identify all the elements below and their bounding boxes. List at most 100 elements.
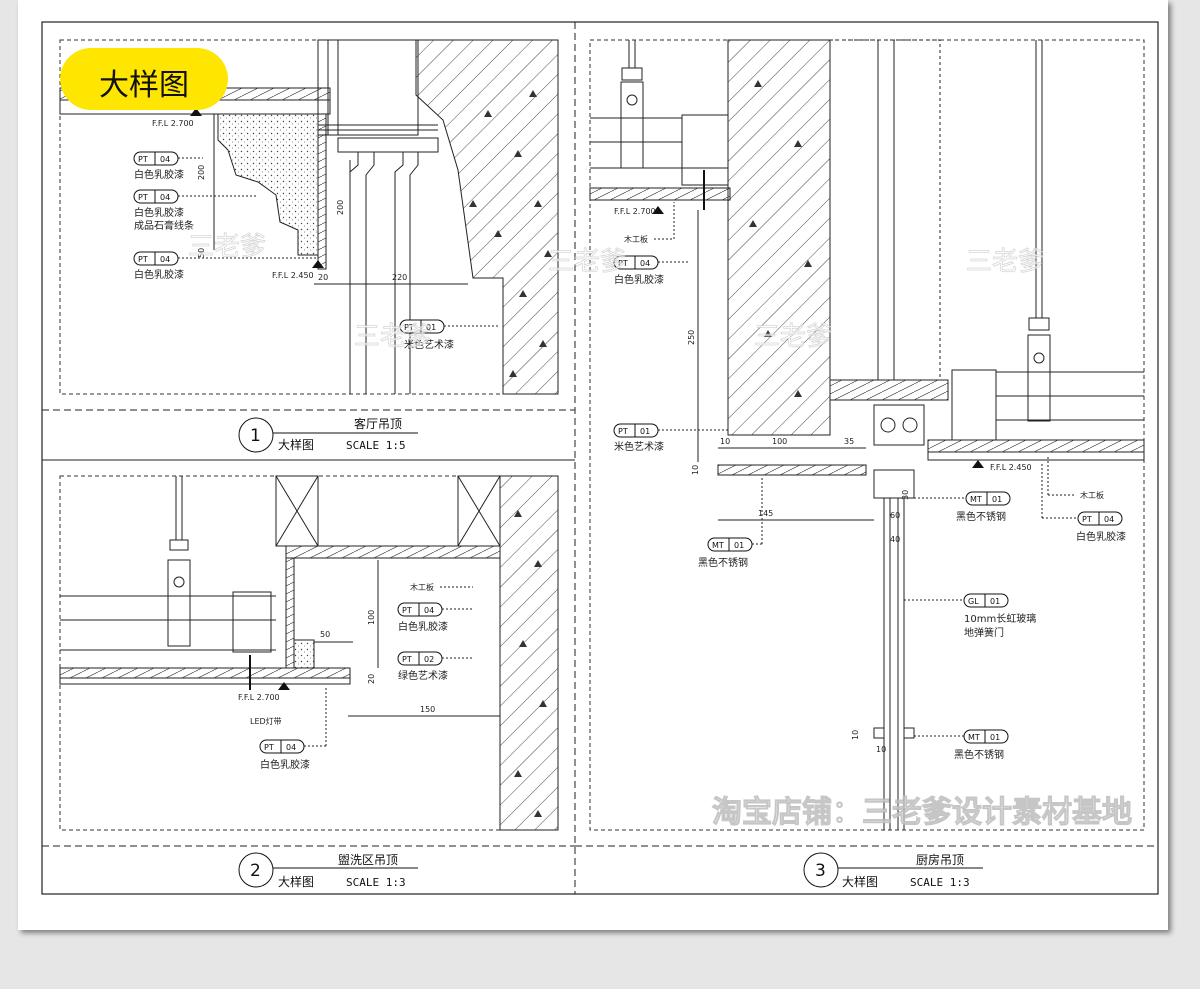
dimension-label: 145 — [758, 509, 773, 518]
dimension-label: 250 — [687, 330, 696, 345]
shop-watermark: 淘宝店铺：三老爹设计素材基地 — [712, 795, 1132, 830]
svg-text:白色乳胶漆: 白色乳胶漆 — [614, 273, 664, 286]
tag-gl01: GL 01 10mm长虹玻璃 地弹簧门 — [904, 593, 1036, 639]
svg-text:04: 04 — [424, 606, 434, 615]
drawing-sheet: F.F.L 2.700 F.F.L 2.450 200 50 200 20 22… — [18, 0, 1168, 930]
svg-text:PT: PT — [402, 606, 412, 615]
dimension-label: 10 — [876, 745, 886, 754]
svg-text:PT: PT — [138, 255, 148, 264]
svg-text:01: 01 — [990, 733, 1000, 742]
dimension-label: 50 — [197, 248, 206, 258]
svg-text:白色乳胶漆: 白色乳胶漆 — [134, 268, 184, 281]
svg-text:01: 01 — [990, 597, 1000, 606]
svg-text:成品石膏线条: 成品石膏线条 — [134, 219, 194, 232]
svg-text:白色乳胶漆: 白色乳胶漆 — [134, 168, 184, 181]
curtain-track — [337, 137, 439, 153]
detail-number: 3 — [815, 861, 826, 881]
detail-number: 1 — [250, 426, 261, 446]
svg-text:01: 01 — [734, 541, 744, 550]
detail-title: 客厅吊顶 — [354, 416, 402, 431]
detail-3-frame — [589, 39, 1145, 831]
detail-scale: SCALE 1:3 — [910, 876, 970, 889]
svg-text:PT: PT — [264, 743, 274, 752]
material-label: 木工板 — [410, 582, 434, 592]
detail-1: F.F.L 2.700 F.F.L 2.450 200 50 200 20 22… — [42, 39, 575, 461]
detail-type: 大样图 — [278, 874, 314, 889]
detail-3: F.F.L 2.700 木工板 F.F.L 2.450 250 10 100 3… — [575, 39, 1158, 889]
dimension-label: 20 — [367, 674, 376, 684]
dimension-label: 200 — [197, 165, 206, 180]
svg-text:PT: PT — [1082, 515, 1092, 524]
svg-text:黑色不锈钢: 黑色不锈钢 — [956, 510, 1006, 523]
cad-drawing: F.F.L 2.700 F.F.L 2.450 200 50 200 20 22… — [41, 21, 1159, 895]
svg-text:米色艺术漆: 米色艺术漆 — [404, 338, 454, 351]
svg-text:绿色艺术漆: 绿色艺术漆 — [398, 669, 448, 682]
svg-text:MT: MT — [970, 495, 982, 504]
detail-type: 大样图 — [278, 437, 314, 452]
dimension-label: 150 — [420, 705, 435, 714]
svg-text:10mm长虹玻璃: 10mm长虹玻璃 — [964, 612, 1036, 625]
svg-text:MT: MT — [712, 541, 724, 550]
material-label: 木工板 — [624, 234, 648, 244]
svg-text:04: 04 — [286, 743, 296, 752]
dimension-label: 60 — [890, 511, 900, 520]
svg-text:黑色不锈钢: 黑色不锈钢 — [954, 748, 1004, 761]
svg-text:米色艺术漆: 米色艺术漆 — [614, 440, 664, 453]
dimension-label: 220 — [392, 273, 407, 282]
svg-text:01: 01 — [426, 323, 436, 332]
svg-text:04: 04 — [640, 259, 650, 268]
dimension-label: 30 — [901, 490, 910, 500]
title-badge-label: 大样图 — [99, 68, 189, 103]
tag-mt01-a: MT 01 黑色不锈钢 — [914, 491, 1011, 523]
dimension-label: 100 — [367, 610, 376, 625]
dimension-label: 10 — [720, 437, 730, 446]
detail-type: 大样图 — [842, 874, 878, 889]
svg-text:PT: PT — [138, 193, 148, 202]
detail-title: 盥洗区吊顶 — [338, 853, 398, 867]
dimension-label: 200 — [336, 200, 345, 215]
detail-number: 2 — [250, 861, 261, 881]
dimension-label: 100 — [772, 437, 787, 446]
dimension-label: 20 — [318, 273, 328, 282]
elevation-label: F.F.L 2.450 — [990, 463, 1032, 472]
tag-pt01: PT 01 米色艺术漆 — [399, 319, 500, 351]
sheet-border — [41, 21, 1159, 895]
concrete-wall — [415, 39, 559, 395]
watermark: 三老爹 — [966, 247, 1044, 277]
svg-text:地弹簧门: 地弹簧门 — [964, 626, 1004, 639]
elevation-label: F.F.L 2.700 — [238, 693, 280, 702]
detail-scale: SCALE 1:3 — [346, 876, 406, 889]
svg-text:PT: PT — [618, 259, 628, 268]
svg-text:白色乳胶漆: 白色乳胶漆 — [1076, 530, 1126, 543]
detail-title: 厨房吊顶 — [916, 852, 964, 867]
svg-text:04: 04 — [160, 255, 170, 264]
dimension-label: 50 — [320, 630, 330, 639]
tag-pt04-c: PT 04 白色乳胶漆 — [133, 251, 318, 281]
svg-text:04: 04 — [1104, 515, 1114, 524]
watermark: 三老爹 — [354, 322, 432, 352]
aggregate-marks — [469, 90, 552, 377]
svg-text:PT: PT — [618, 427, 628, 436]
elevation-label: F.F.L 2.700 — [614, 207, 656, 216]
svg-text:白色乳胶漆: 白色乳胶漆 — [398, 620, 448, 633]
detail-2: F.F.L 2.700 50 100 20 150 木工板 PT 04 白色乳胶漆… — [42, 475, 575, 889]
dimension-label: 10 — [851, 730, 860, 740]
svg-text:GL: GL — [968, 597, 979, 606]
svg-text:白色乳胶漆: 白色乳胶漆 — [134, 206, 184, 219]
svg-text:PT: PT — [404, 323, 414, 332]
title-badge: 大样图 — [60, 48, 228, 110]
material-label: LED灯带 — [250, 716, 282, 726]
material-label: 木工板 — [1080, 490, 1104, 500]
watermark: 三老爹 — [548, 247, 626, 277]
dimension-label: 10 — [691, 465, 700, 475]
detail-scale: SCALE 1:5 — [346, 439, 406, 452]
dimension-label: 35 — [844, 437, 854, 446]
tag-pt04-left: PT 04 白色乳胶漆 — [613, 255, 690, 286]
dimension-label: 40 — [890, 535, 900, 544]
svg-text:01: 01 — [992, 495, 1002, 504]
elevation-label: F.F.L 2.450 — [272, 271, 314, 280]
